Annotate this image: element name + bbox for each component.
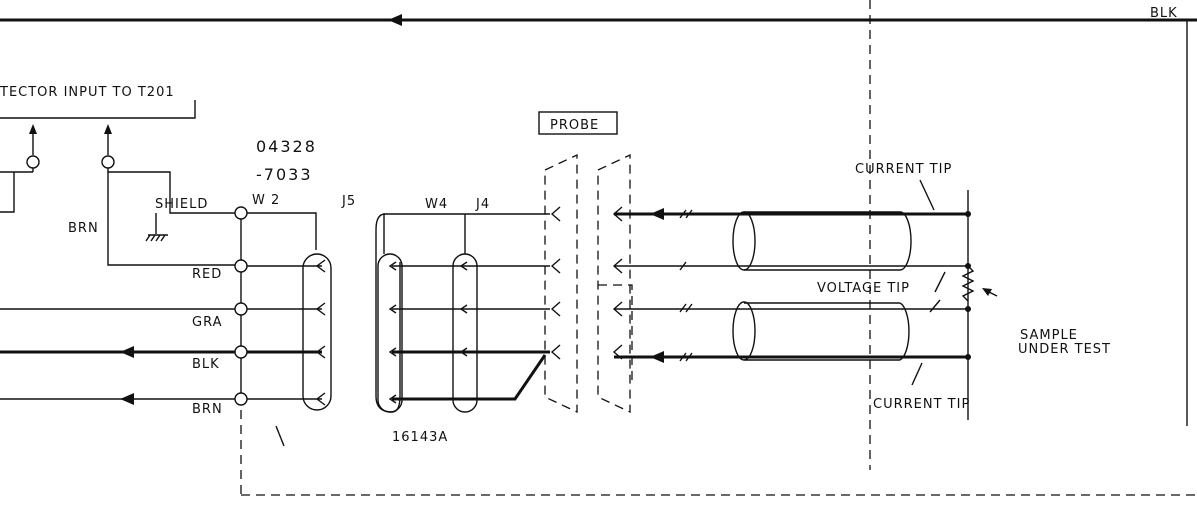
transformer-inputs: [0, 124, 241, 266]
w4-label: W4: [425, 197, 448, 212]
cable-number-label: 16143A: [392, 430, 448, 445]
voltage-tip-arrow-2: [929, 299, 941, 313]
j5-connector: [275, 253, 332, 447]
sample-label-1: SAMPLE: [1020, 328, 1078, 343]
probe-leads: [612, 206, 968, 363]
j4-label: J4: [475, 197, 490, 212]
voltage-tip-label: VOLTAGE TIP: [817, 281, 910, 296]
voltage-tip-arrow: [934, 271, 946, 293]
probe-box: PROBE: [538, 111, 618, 135]
detector-input-bracket: TECTOR INPUT TO T201: [0, 85, 196, 119]
current-tip-top-label: CURRENT TIP: [855, 162, 952, 177]
sample-label-2: UNDER TEST: [1018, 342, 1111, 357]
w2-label: W 2: [252, 193, 280, 208]
shield-label: SHIELD: [155, 197, 208, 212]
detector-input-label: TECTOR INPUT TO T201: [0, 85, 175, 100]
current-tip-bottom-label: CURRENT TIP: [873, 397, 970, 412]
probe-label: PROBE: [550, 118, 599, 133]
w4-cable: [375, 206, 561, 413]
part-number-2: -7033: [256, 165, 313, 184]
shielded-cable-lower: [732, 301, 910, 361]
current-tip-bottom-arrow: [911, 362, 923, 386]
shielded-cable-upper: [732, 211, 912, 271]
current-tip-top-arrow: [919, 179, 935, 211]
blk-label: BLK: [192, 357, 220, 372]
j5-label: J5: [341, 194, 356, 209]
brn-left-label: BRN: [68, 221, 99, 236]
gra-label: GRA: [192, 315, 222, 330]
terminal-block: [0, 206, 322, 406]
sample-resistor-icon: [961, 190, 998, 420]
red-label: RED: [192, 267, 222, 282]
probe-inner-divider: [598, 284, 633, 380]
ground-icon: [145, 213, 168, 242]
part-number-1: 04328: [256, 137, 317, 156]
probe-right-half: [597, 153, 631, 414]
probe-left-half: [544, 153, 578, 414]
blk-top-label: BLK: [1150, 6, 1178, 21]
blk-return-line: [0, 14, 1197, 426]
brn-label: BRN: [192, 402, 223, 417]
